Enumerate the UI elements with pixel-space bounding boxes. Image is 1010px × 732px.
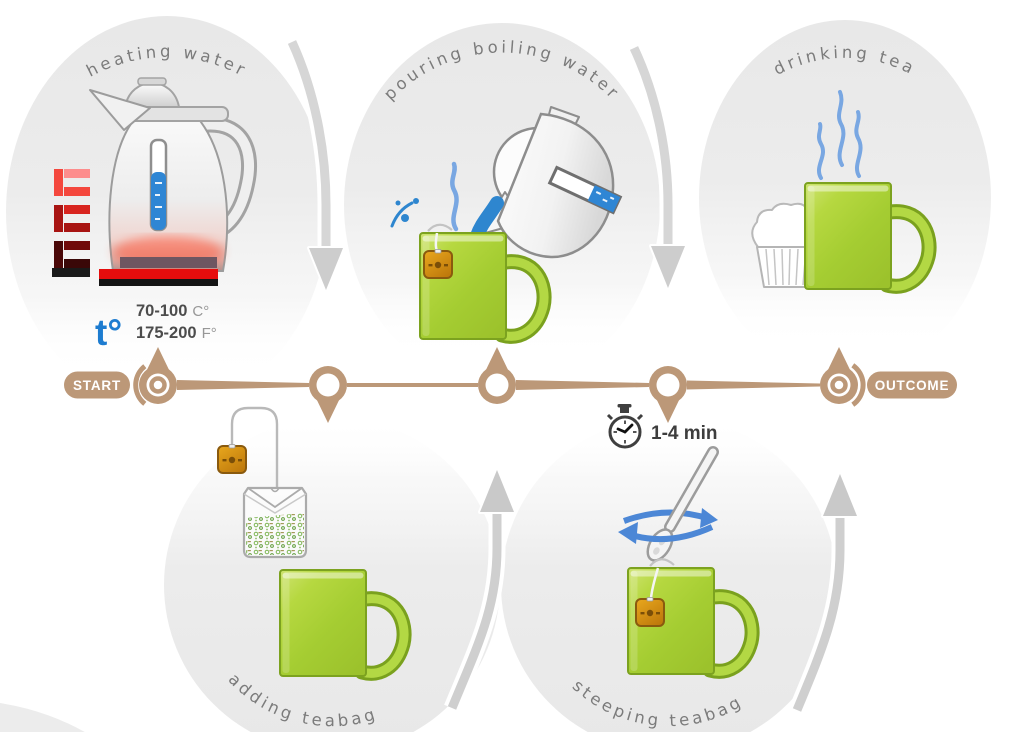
timeline-segment (177, 380, 309, 390)
steeping-duration-label: 1-4 min (651, 423, 718, 444)
timeline: START OUTCOME (64, 347, 957, 423)
kettle-base-black (99, 279, 218, 286)
outcome-label: OUTCOME (875, 378, 950, 393)
timeline-segment (347, 383, 478, 387)
mug-with-teabag (420, 223, 544, 339)
timeline-node-steeping (649, 366, 687, 423)
pouring-water-illustration (390, 106, 623, 339)
teabag-tag-icon (423, 248, 453, 279)
stir-arrow-front-head (618, 522, 638, 544)
teabag-string (649, 567, 660, 599)
steam-icon (450, 161, 459, 232)
teabag-tag-icon (217, 443, 247, 474)
teabag-tag-icon (635, 596, 665, 627)
timeline-node-adding (309, 366, 347, 423)
teabag-string (230, 406, 279, 488)
start-label: START (73, 378, 121, 393)
outcome-pill (867, 371, 957, 399)
outcome-bracket (851, 363, 866, 407)
pouring-kettle-icon (477, 106, 623, 259)
teabag-string (434, 232, 439, 252)
splash-icon (390, 198, 419, 228)
timeline-segment (516, 380, 649, 390)
flow-arrows (284, 38, 859, 714)
corner-blob (0, 703, 85, 732)
up-arrow-1-icon (444, 468, 516, 712)
steeping-teabag-illustration: 1-4 min (606, 404, 752, 674)
stir-arrow-back-head (700, 508, 718, 528)
timeline-node-start (139, 347, 177, 404)
electric-kettle-icon (89, 77, 258, 286)
mug-with-teabag (628, 558, 752, 674)
kettle-base-red (99, 269, 218, 279)
down-arrow-2-icon (626, 44, 687, 290)
temperature-symbol: t° (95, 312, 122, 353)
drinking-tea-illustration (751, 90, 929, 289)
heat-scale-icon (52, 169, 90, 277)
start-bracket (133, 364, 147, 406)
adding-teabag-illustration (217, 406, 404, 676)
up-arrow-2-icon (789, 472, 859, 714)
timeline-node-pouring (478, 347, 516, 404)
down-arrow-1-icon (284, 38, 345, 292)
timeline-node-outcome (820, 347, 858, 404)
timeline-segment (687, 380, 820, 390)
steam-icon (817, 90, 863, 180)
teabag-icon (242, 486, 308, 559)
timer-icon (606, 404, 644, 449)
start-pill (64, 371, 130, 399)
